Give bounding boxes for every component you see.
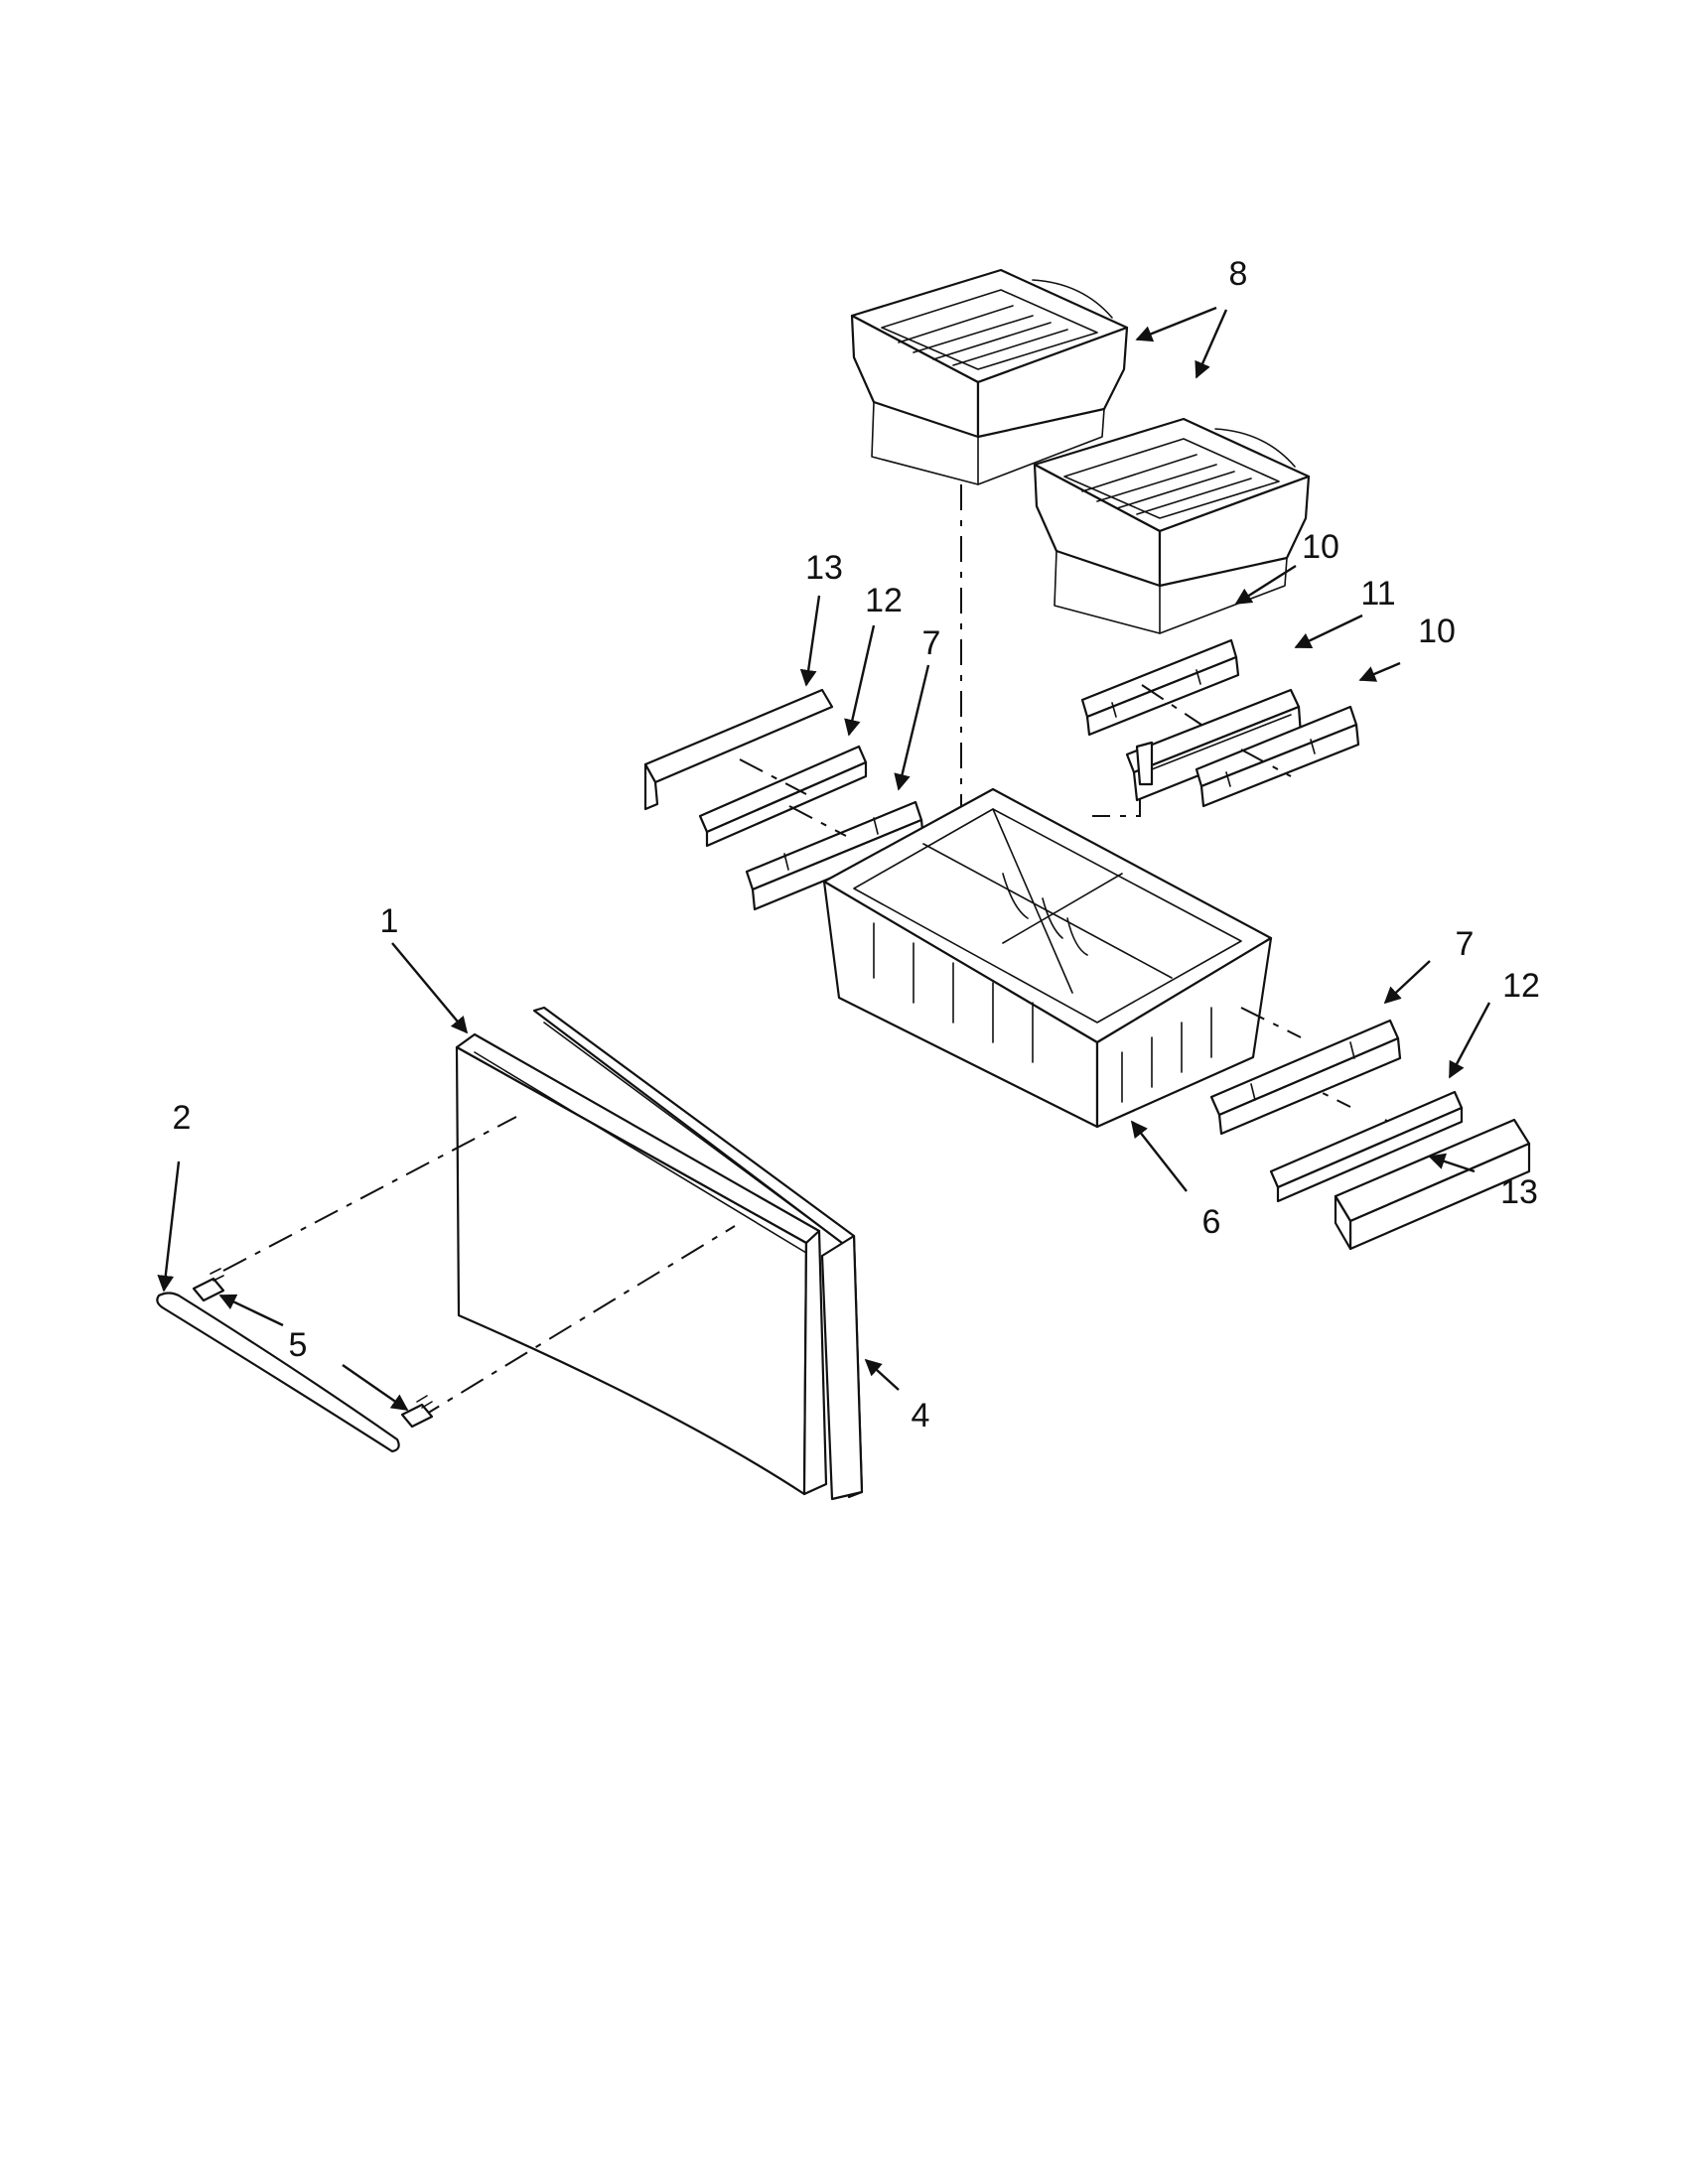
leader-13a — [799, 595, 821, 687]
alignment-line-handle-lower — [416, 1225, 736, 1421]
callout-4: 4 — [912, 1397, 930, 1434]
handle-screw-lower — [400, 1395, 434, 1429]
callout-12-left: 12 — [865, 582, 903, 619]
callout-12-right: 12 — [1502, 967, 1540, 1005]
freezer-door — [455, 1032, 828, 1496]
upper-slide-left — [1080, 638, 1240, 737]
leader-10b — [1358, 661, 1401, 682]
slide-rail-right — [1209, 1019, 1402, 1136]
ice-tray-bin-left — [850, 268, 1129, 485]
ice-tray-bin-right — [1033, 417, 1311, 634]
leader-5b — [342, 1364, 409, 1411]
callout-6: 6 — [1202, 1203, 1221, 1241]
leader-7b — [1383, 960, 1431, 1005]
rail-cover-left — [643, 688, 834, 811]
leader-10a — [1234, 564, 1297, 606]
callout-1: 1 — [380, 902, 399, 940]
leader-8a — [1135, 306, 1217, 342]
alignment-line-upper-slides-b — [1240, 749, 1292, 777]
callout-leaders — [157, 306, 1491, 1411]
callout-7-left: 7 — [922, 624, 941, 662]
leader-8b — [1195, 309, 1228, 379]
alignment-line-handle-upper — [222, 1116, 517, 1272]
alignment-line-left-rails-a — [739, 758, 807, 795]
alignment-line-slide-basket — [1092, 794, 1141, 817]
callout-13-left: 13 — [805, 549, 843, 587]
rail-bracket-right — [1269, 1090, 1464, 1203]
callout-10-upper: 10 — [1302, 528, 1339, 566]
leader-12a — [844, 624, 876, 737]
callout-10-lower: 10 — [1418, 613, 1456, 650]
leader-5a — [218, 1294, 284, 1327]
leader-11 — [1294, 614, 1363, 649]
callout-5: 5 — [289, 1326, 308, 1364]
callout-11: 11 — [1360, 575, 1395, 613]
alignment-line-right-rails-a — [1240, 1007, 1302, 1038]
upper-slide-right — [1195, 705, 1360, 808]
callout-labels: 8 10 11 10 13 12 7 1 2 5 4 6 7 12 13 — [173, 255, 1540, 1434]
callout-13-right: 13 — [1500, 1173, 1538, 1211]
callout-7-right: 7 — [1456, 925, 1475, 963]
rail-bracket-left — [698, 745, 868, 848]
door-gasket — [532, 1006, 864, 1501]
leader-12b — [1448, 1002, 1491, 1079]
leader-2 — [157, 1160, 181, 1293]
handle-screw-upper — [192, 1268, 225, 1302]
alignment-line-left-rails-b — [788, 805, 847, 837]
callout-2: 2 — [173, 1099, 192, 1137]
leader-6 — [1130, 1120, 1188, 1192]
door-handle — [156, 1292, 400, 1453]
leader-1 — [391, 942, 469, 1034]
leader-4 — [864, 1358, 900, 1391]
alignment-line-upper-slides-a — [1141, 684, 1202, 726]
freezer-basket — [822, 787, 1273, 1129]
callout-8: 8 — [1229, 255, 1248, 293]
leader-13b — [1428, 1153, 1476, 1173]
leader-7a — [894, 664, 930, 791]
